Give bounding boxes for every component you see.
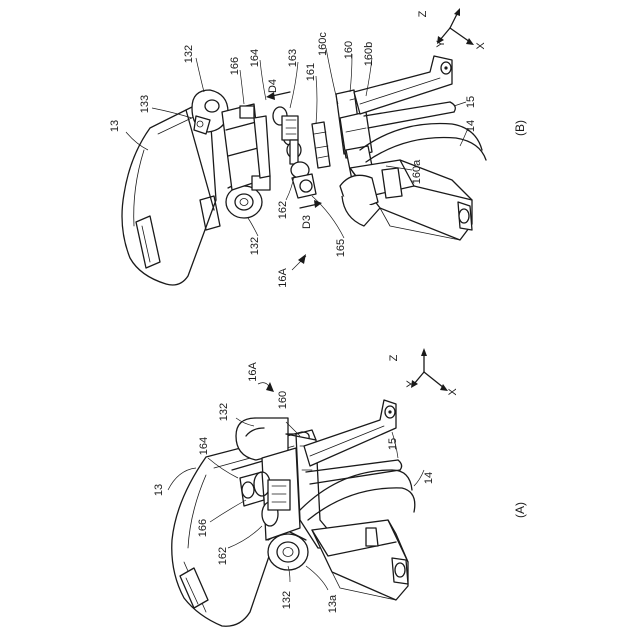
ref-160c-b: 160c (317, 32, 329, 56)
ref-166-b: 166 (229, 57, 241, 75)
ref-16A-a: 16A (247, 362, 259, 382)
ref-160a-b: 160a (411, 159, 423, 184)
figure-b-caption: (B) (513, 120, 527, 136)
ref-160-a: 160 (277, 391, 289, 409)
base-block-a (312, 520, 408, 600)
base-block-b (340, 160, 472, 240)
ref-132-lower-b: 132 (249, 237, 261, 255)
ref-163-b: 163 (287, 49, 299, 67)
shaft-body-b (222, 104, 270, 190)
ref-160b-b: 160b (363, 42, 375, 66)
ref-160-b: 160 (343, 41, 355, 59)
axes-triad-b (437, 8, 474, 45)
figure-b: Z Y X 13 133 132 166 164 (109, 8, 527, 288)
ref-13-a: 13 (153, 484, 165, 496)
ref-132-lower-a: 132 (281, 591, 293, 609)
axis-x-label-a: X (447, 388, 459, 396)
ref-164-a: 164 (198, 437, 210, 455)
ref-164-b: 164 (249, 49, 261, 67)
axis-y-label-a: Y (405, 380, 417, 388)
figure-a: Z Y X 13 16A 132 160 164 15 14 166 162 1… (153, 348, 527, 626)
ref-15-b: 15 (465, 96, 477, 108)
axis-y-label-b: Y (435, 40, 447, 48)
ref-15-a: 15 (387, 438, 399, 450)
ref-161-b: 161 (305, 63, 317, 81)
axis-x-label-b: X (475, 42, 487, 50)
ref-133-b: 133 (139, 95, 151, 113)
ref-14-b: 14 (465, 120, 477, 132)
axis-z-label-a: Z (388, 354, 400, 361)
ref-16A-b: 16A (277, 268, 289, 288)
exploded-cam-parts-b (273, 107, 330, 198)
part-15-a (306, 460, 402, 484)
axis-z-label-b: Z (417, 10, 429, 17)
ref-D3-b: D3 (301, 215, 313, 229)
ref-14-a: 14 (423, 472, 435, 484)
ref-13-b: 13 (109, 120, 121, 132)
ref-162-a: 162 (217, 547, 229, 565)
ref-132-upper-a: 132 (218, 403, 230, 421)
ref-166-a: 166 (197, 519, 209, 537)
ref-165-b: 165 (335, 239, 347, 257)
ref-132-upper-b: 132 (183, 45, 195, 63)
ref-13a-a: 13a (327, 594, 339, 613)
ref-D4-b: D4 (267, 79, 279, 93)
figure-a-caption: (A) (513, 502, 527, 518)
ref-162-b: 162 (277, 201, 289, 219)
